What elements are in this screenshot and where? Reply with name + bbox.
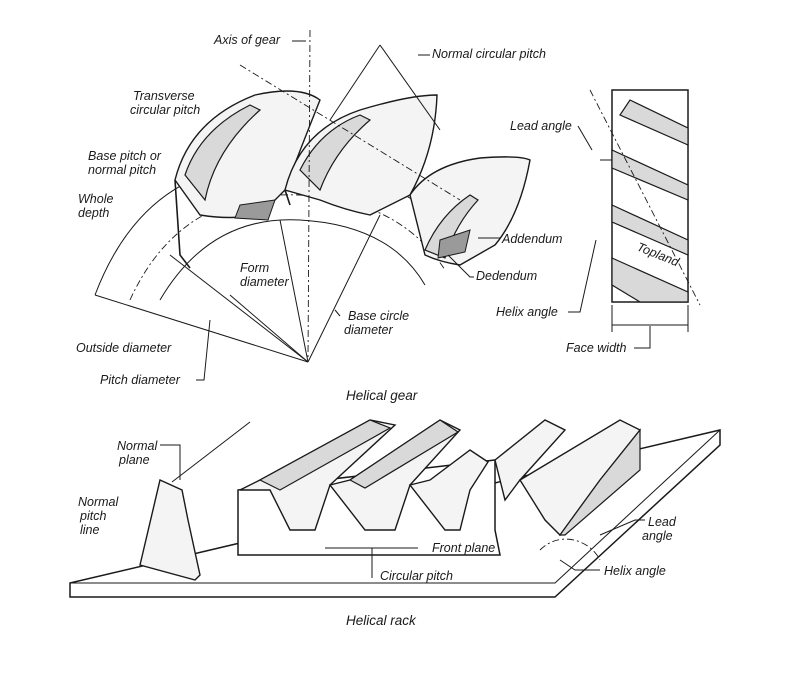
pitch-diameter-label: Pitch diameter: [100, 373, 181, 387]
rack-helix-angle-label: Helix angle: [604, 564, 666, 578]
normal-pitch-line-label-line3: line: [80, 523, 100, 537]
normal-plane-label-line2: plane: [118, 453, 150, 467]
form-diameter-line: [279, 219, 309, 363]
rack-helix-angle-leader: [559, 559, 600, 571]
rack-tooth-1-top: [258, 419, 392, 491]
normal-plane-leader: [160, 444, 181, 480]
transverse-circular-pitch-label-line2: circular pitch: [130, 103, 200, 117]
circular-pitch-label: Circular pitch: [380, 569, 453, 583]
normal-pitch-line-label-line1: Normal: [78, 495, 120, 509]
pitch-helix-line: [239, 64, 461, 201]
base-circle-line: [307, 214, 381, 363]
face-width-leader: [634, 326, 651, 349]
helix-stripes: [611, 99, 689, 303]
normal-plane-section: [139, 479, 201, 581]
form-diameter-label-line1: Form: [240, 261, 269, 275]
tooth-flank-left: [174, 179, 191, 269]
base-circle-arc: [159, 219, 426, 301]
pitch-diameter-leader: [196, 319, 211, 381]
normal-pitch-line-label-line2: pitch: [79, 509, 106, 523]
rack-lead-angle-leader: [599, 519, 645, 536]
base-pitch-label-line2: normal pitch: [88, 163, 156, 177]
helix-stripe-4: [611, 257, 689, 303]
base-circle-diameter-label-line1: Base circle: [348, 309, 409, 323]
gear-tooth-1-shade: [184, 104, 262, 202]
outside-diameter-line: [94, 294, 309, 363]
helix-angle-label: Helix angle: [496, 305, 558, 319]
lead-angle-arc: [539, 538, 601, 561]
helix-angle-leader: [568, 239, 597, 313]
dedendum-label: Dedendum: [476, 269, 537, 283]
whole-depth-label-line1: Whole: [78, 192, 113, 206]
helical-rack-drawing: [69, 419, 721, 598]
normal-circular-pitch-label: Normal circular pitch: [432, 47, 546, 61]
normal-pitch-line-2: [329, 44, 381, 121]
base-pitch-label-line1: Base pitch or: [88, 149, 162, 163]
normal-pitch-line-1: [379, 44, 441, 131]
axis-of-gear-label: Axis of gear: [213, 33, 281, 47]
addendum-label: Addendum: [501, 232, 562, 246]
helical-gear-labels: Axis of gear Normal circular pitch Trans…: [76, 33, 562, 403]
gear-tooth-1-root: [234, 199, 276, 221]
rack-tooth-4: [494, 419, 567, 502]
dedendum-leader: [447, 254, 474, 278]
form-diameter-label-line2: diameter: [240, 275, 289, 289]
helical-gear-drawing: [94, 29, 531, 363]
lead-angle-leader: [577, 125, 593, 151]
side-view-drawing: [589, 89, 701, 332]
lead-angle-label: Lead angle: [510, 119, 572, 133]
gear-tooth-2: [284, 94, 438, 216]
pitch-diameter-line: [229, 294, 309, 363]
helical-rack-labels: Normal plane Normal pitch line Front pla…: [78, 439, 677, 628]
normal-plane-line: [171, 421, 251, 483]
rack-tooth-5-side: [558, 428, 641, 536]
helix-angle-line: [589, 89, 701, 306]
helical-gear-caption: Helical gear: [346, 388, 418, 403]
rack-tooth-3: [408, 449, 489, 531]
pitch-circle-arc: [129, 194, 446, 301]
helical-rack-caption: Helical rack: [346, 613, 417, 628]
base-circle-leader: [334, 309, 341, 317]
outside-diameter-label: Outside diameter: [76, 341, 172, 355]
whole-depth-label-line2: depth: [78, 206, 109, 220]
rack-lead-angle-label-line2: angle: [642, 529, 673, 543]
face-width-label: Face width: [566, 341, 626, 355]
helix-stripe-2: [611, 149, 689, 201]
helix-stripe-3: [611, 204, 689, 256]
normal-plane-label-line1: Normal: [117, 439, 159, 453]
helix-stripe-1: [619, 99, 689, 146]
base-circle-diameter-label-line2: diameter: [344, 323, 393, 337]
rack-tooth-2-top: [348, 419, 460, 489]
transverse-circular-pitch-label-line1: Transverse: [133, 89, 195, 103]
whole-depth-line: [169, 254, 309, 363]
tooth-flank-mid: [284, 189, 291, 206]
front-plane-label: Front plane: [432, 541, 495, 555]
rack-plate-top-edge: [70, 429, 721, 584]
gear-tooth-3-root: [437, 229, 471, 259]
rack-lead-angle-label-line1: Lead: [648, 515, 677, 529]
gear-axis-line: [307, 29, 311, 361]
